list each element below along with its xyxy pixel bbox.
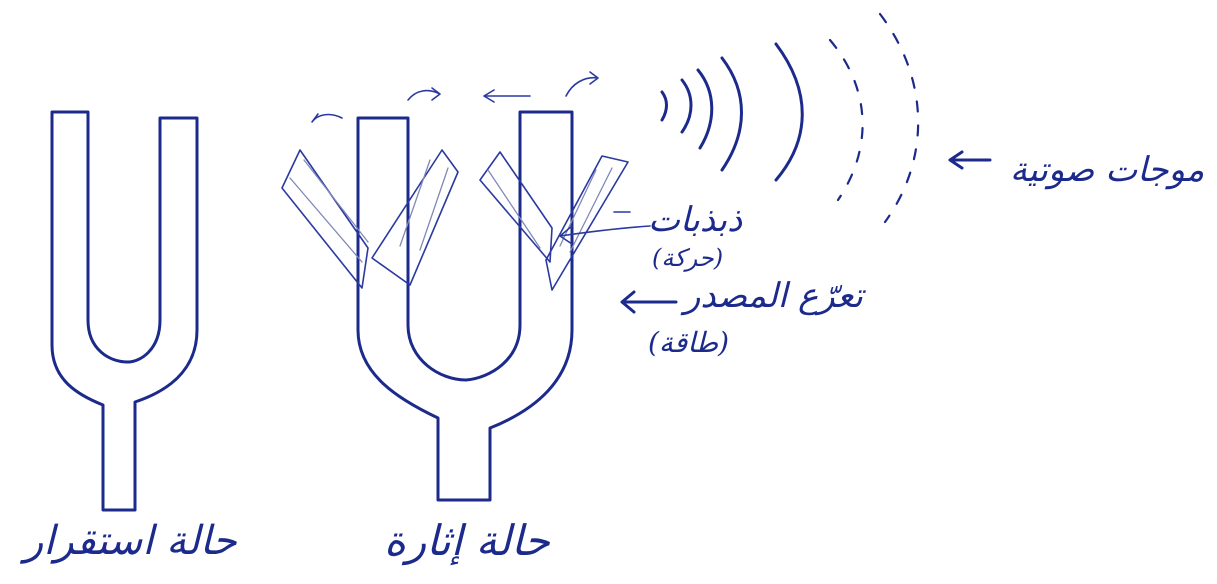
tuning-fork-rest [52, 112, 197, 510]
sound-waves [662, 14, 918, 222]
prong-ghost-right-outer [546, 156, 628, 290]
prong-ghost-left-inner [372, 150, 458, 285]
tuning-fork-excited [282, 72, 628, 500]
sound-wave-5 [776, 44, 802, 180]
motion-arrow-4 [566, 72, 598, 96]
sound-wave-2 [682, 80, 691, 132]
sound-wave-dashed-2 [880, 14, 918, 222]
sound-wave-1 [662, 92, 667, 120]
tuning-fork-excited-outline [358, 112, 572, 500]
vibrations-label: ذبذبات [648, 200, 742, 240]
excited-state-label: حالة إثارة [384, 516, 550, 565]
sound-waves-label: موجات صوتية [1010, 150, 1204, 190]
left-arrow-icon [950, 152, 990, 168]
sound-wave-3 [698, 70, 712, 148]
sound-wave-4 [722, 58, 742, 170]
rest-state-label: حالة استقرار [24, 518, 237, 564]
energy-source-label: تعرّع المصدر [684, 276, 863, 316]
motion-arrow-1 [312, 114, 342, 122]
prong-ghost-right-inner [480, 152, 552, 262]
sound-wave-dashed-1 [830, 40, 863, 200]
prong-ghost-sketch-lines [290, 160, 612, 262]
tuning-fork-rest-outline [52, 112, 197, 510]
left-arrow-icon [622, 292, 676, 312]
vibrations-note-label: (حركة) [652, 244, 723, 272]
energy-source-note-label: (طاقة) [648, 326, 729, 359]
motion-arrow-3 [484, 90, 530, 102]
motion-arrow-2 [408, 88, 440, 100]
